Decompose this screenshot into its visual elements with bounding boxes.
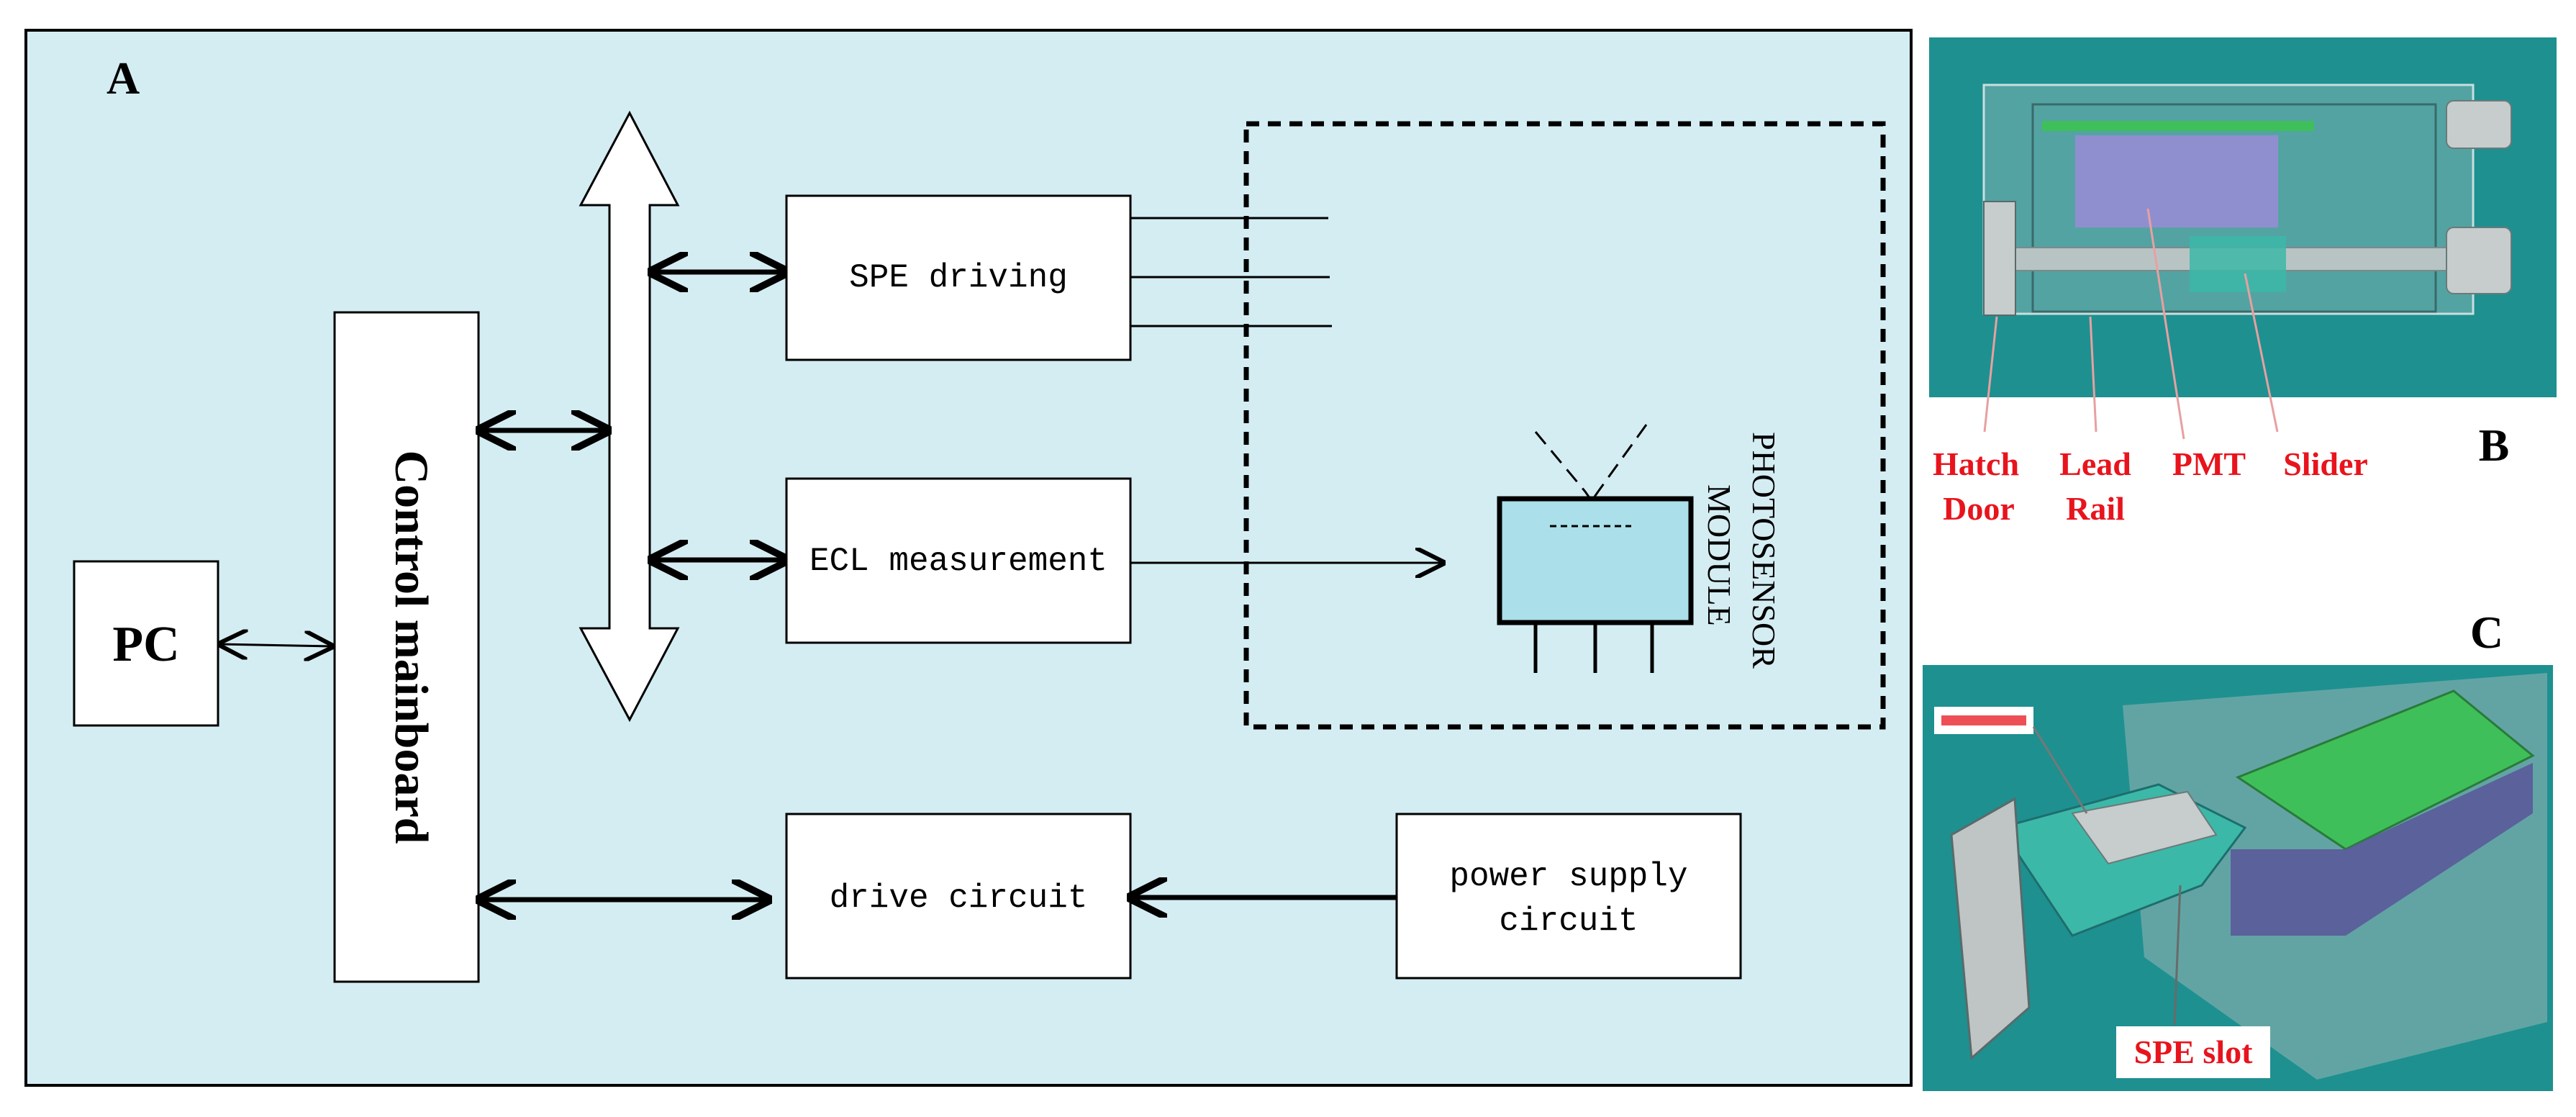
spe-slot-tag	[2116, 1026, 2270, 1078]
drive-circuit-label: drive circuit	[830, 879, 1088, 917]
hatch-door	[1983, 201, 2016, 316]
callout-hatch-line-1: Hatch	[1933, 446, 2019, 482]
panel-c: C SPE slot	[1923, 607, 2553, 1091]
callout-line-pmt	[2146, 208, 2185, 440]
light-ray-right	[1597, 424, 1648, 492]
pc-box	[73, 560, 219, 727]
spe-driving-label: SPE driving	[849, 259, 1068, 297]
photosensor-module-label: PHOTOSENSOR MODULE	[1701, 432, 1782, 669]
callout-line-lead	[2089, 316, 2097, 433]
callout-slider: Slider	[2283, 446, 2368, 482]
spe-slot-label: SPE slot	[2134, 1034, 2254, 1070]
bus-arrow	[579, 110, 680, 723]
callout-lead-line-2: Rail	[2066, 490, 2125, 527]
callout-lead-line-1: Lead	[2059, 446, 2131, 482]
power-supply-label-line-2: circuit	[1499, 903, 1638, 940]
panel-a-label: A	[106, 53, 140, 104]
pc-mainboard-arrow	[219, 644, 332, 646]
callout-hatch-line-2: Door	[1943, 490, 2015, 527]
slider-block	[2190, 236, 2286, 292]
purple-block	[2231, 763, 2533, 936]
chinese-annotation-mark	[1941, 715, 2026, 725]
slot-metal-plate	[2071, 790, 2218, 865]
panel-a: A PC Control mainboard SPE driving ECL m…	[24, 29, 1913, 1087]
control-mainboard-box	[333, 311, 480, 983]
drive-circuit-box	[785, 813, 1132, 980]
callout-line-hatch	[1983, 316, 1998, 433]
callout-line-spe-slot	[2173, 885, 2182, 1026]
panel-b-label: B	[2479, 420, 2510, 471]
pmt-block	[2075, 135, 2278, 227]
photosensor-label-line-2: MODULE	[1701, 484, 1738, 626]
callout-line-slider	[2244, 273, 2279, 433]
ecl-measurement-label: ECL measurement	[809, 543, 1107, 580]
callout-pmt: PMT	[2172, 446, 2246, 482]
connector-bottom	[2446, 227, 2512, 294]
photosensor-device	[1497, 496, 1694, 625]
connector-top	[2446, 100, 2512, 149]
pc-label: PC	[112, 617, 179, 672]
ecl-measurement-box	[785, 477, 1132, 644]
panel-b: Hatch Door Lead Rail PMT Slider B	[1929, 37, 2557, 527]
callout-line-tag	[2032, 726, 2088, 814]
detector-inner-chamber	[2031, 103, 2437, 313]
top-green-bar	[2042, 121, 2314, 131]
light-ray-left	[1534, 431, 1587, 492]
power-supply-label-line-1: power supply	[1449, 858, 1687, 895]
green-top-plate	[2235, 689, 2535, 851]
slot-end-plate	[1950, 797, 2031, 1061]
power-supply-box	[1395, 813, 1742, 980]
photosensor-label-line-1: PHOTOSENSOR	[1746, 432, 1782, 669]
control-mainboard-label: Control mainboard	[385, 450, 437, 844]
panel-c-label: C	[2470, 607, 2503, 658]
photosensor-module-boundary	[1243, 121, 1886, 730]
